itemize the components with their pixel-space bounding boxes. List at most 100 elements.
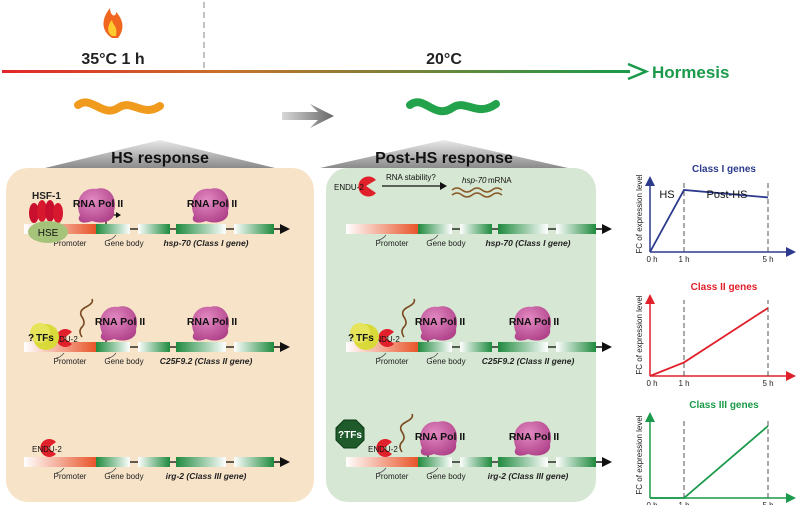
exon-segment	[176, 224, 226, 234]
transition-arrow	[282, 104, 334, 128]
promoter-region	[346, 457, 418, 467]
endu2-label: ENDU-2	[370, 335, 400, 344]
gene-body-bracket	[429, 234, 439, 241]
gene-name-label: hsp-70 (Class I gene)	[485, 238, 570, 248]
gene-arrowhead	[602, 342, 612, 352]
x-tick-label: 5 h	[762, 255, 773, 264]
chart-title: Class II genes	[691, 282, 758, 293]
y-axis-label: FC of expression level	[635, 415, 644, 494]
gene-name-label: C25F9.2 (Class II gene)	[160, 356, 253, 366]
tfs-question: ?	[28, 333, 34, 344]
endu2-label: ENDU-2	[48, 335, 78, 344]
x-axis-arrowhead	[786, 371, 796, 381]
x-tick-label: 0 h	[646, 501, 657, 505]
flame-icon	[103, 8, 123, 38]
tf-icon-posths	[350, 323, 379, 350]
gene-body-bracket	[429, 467, 439, 474]
rna-pol-ii-icon	[77, 188, 116, 223]
timeline-arrowhead	[627, 62, 650, 81]
x-axis-arrowhead	[786, 493, 796, 503]
promoter-label: Promoter	[376, 357, 409, 366]
exon-segment	[176, 457, 226, 467]
exon-segment	[460, 224, 492, 234]
rna-pol-ii-label: RNA Pol II	[509, 431, 559, 443]
endu2-pacman-icon	[378, 329, 394, 347]
rna-pol-ii-label: RNA Pol II	[95, 316, 145, 328]
exon-segment	[234, 224, 274, 234]
gene-arrowhead	[280, 342, 290, 352]
expression-chart-3: Class III genes FC of expression level 0 h…	[635, 400, 796, 505]
gene-arrowhead	[280, 224, 290, 234]
gene-body-label: Gene body	[426, 472, 465, 481]
exon-segment	[418, 224, 452, 234]
series-line	[649, 307, 769, 377]
gene-body-bracket	[107, 234, 117, 241]
promoter-label: Promoter	[54, 472, 87, 481]
exon-segment	[418, 342, 452, 352]
hs-panel	[6, 168, 314, 502]
exon-segment	[234, 342, 274, 352]
timeline-bar	[2, 70, 630, 73]
promoter-label: Promoter	[54, 357, 87, 366]
tfs-question-posths: ?	[348, 333, 354, 344]
exon-segment	[138, 457, 170, 467]
gene-name-label: C25F9.2 (Class II gene)	[482, 356, 575, 366]
promoter-label: Promoter	[376, 239, 409, 248]
tfs-label-posths: TFs	[356, 333, 374, 344]
promoter-region	[24, 457, 96, 467]
x-axis-arrowhead	[786, 247, 796, 257]
hsf1-label: HSF-1	[32, 191, 61, 202]
gene-body-label: Gene body	[426, 239, 465, 248]
exon-segment	[176, 342, 226, 352]
gene-body-bracket	[429, 352, 439, 359]
endu2-pacman-icon	[56, 329, 72, 347]
left-temp-label: 35°C 1 h	[81, 51, 144, 68]
exon-segment	[138, 342, 170, 352]
tfs-posths-label: ?TFs	[338, 430, 362, 441]
hse-icon	[28, 221, 68, 243]
mrna-wave-icon	[451, 187, 503, 198]
promoter-bracket	[377, 352, 387, 359]
gene-body-label: Gene body	[426, 357, 465, 366]
series-line	[650, 425, 769, 499]
hormesis-label: Hormesis	[652, 63, 729, 82]
chart-title: Class III genes	[689, 400, 759, 411]
hs-phase-label: HS	[659, 189, 674, 201]
posths-title: Post-HS response	[375, 150, 513, 167]
tf-octagon-icon	[335, 419, 365, 449]
hsp70-mrna-gene: hsp-70	[462, 176, 487, 185]
exon-segment	[96, 342, 130, 352]
hs-triangle	[45, 140, 275, 168]
endu2-pacman-icon	[358, 176, 376, 197]
endu2-label-top: ENDU-2	[334, 183, 364, 192]
hs-title: HS response	[111, 150, 209, 167]
hse-label: HSE	[38, 228, 59, 239]
exon-segment	[498, 457, 548, 467]
exon-segment	[498, 224, 548, 234]
rna-pol-ii-icon	[191, 188, 230, 223]
y-axis-label: FC of expression level	[635, 174, 644, 253]
gene-body-label: Gene body	[104, 357, 143, 366]
rna-pol-ii-icon	[513, 421, 552, 456]
stability-arrowhead	[440, 182, 447, 190]
tss-arrowhead	[116, 212, 121, 218]
gene-name-label: irg-2 (Class III gene)	[488, 471, 569, 481]
promoter-bracket	[55, 467, 65, 474]
y-axis-arrowhead	[645, 294, 655, 304]
y-axis-arrowhead	[645, 176, 655, 186]
rna-pol-ii-label: RNA Pol II	[73, 198, 123, 210]
promoter-region	[346, 342, 418, 352]
gene-row: Promoter Gene body C25F9.2 (Class II gene)…	[346, 298, 612, 366]
exon-segment	[556, 342, 596, 352]
exon-segment	[498, 342, 548, 352]
posths-triangle	[320, 140, 568, 168]
exon-segment	[234, 457, 274, 467]
rna-pol-ii-label: RNA Pol II	[187, 316, 237, 328]
endu2-pacman-icon	[40, 439, 56, 457]
worm-hs	[74, 98, 164, 115]
